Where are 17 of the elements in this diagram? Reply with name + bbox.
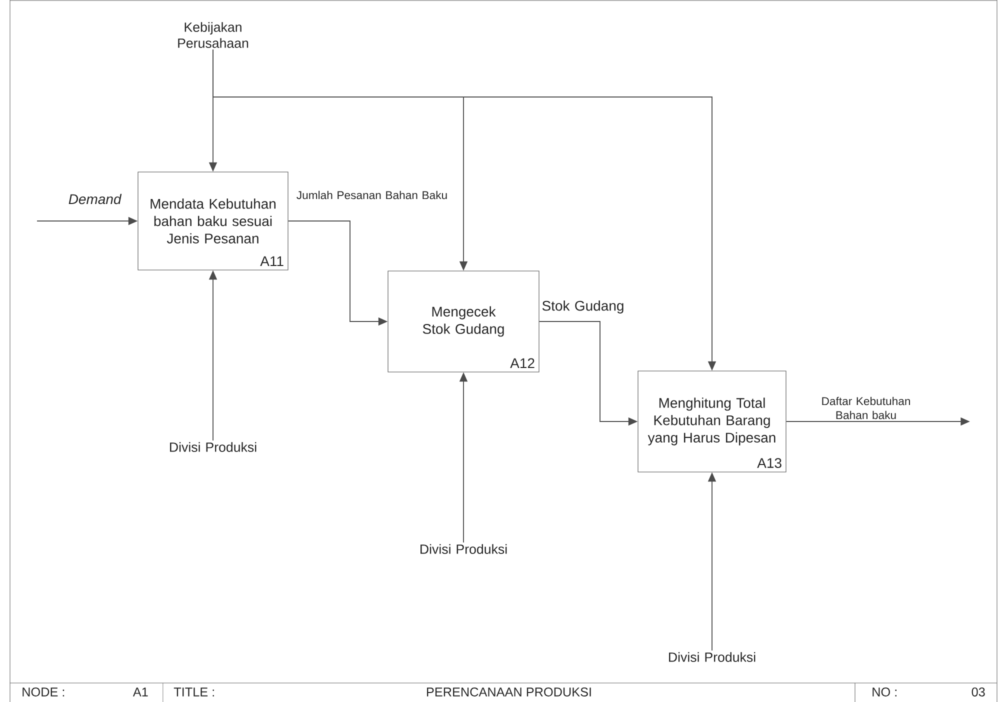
edge-label: Demand bbox=[68, 194, 122, 204]
field-label: TITLE : bbox=[174, 688, 214, 696]
field-value: 03 bbox=[972, 688, 985, 696]
field-value: A1 bbox=[132, 688, 148, 696]
edge-label: Jumlah Pesanan Bahan Baku bbox=[296, 190, 447, 200]
process-box: Mengecek Stok Gudang A12 bbox=[388, 270, 540, 372]
source-text: Divisi Produksi bbox=[669, 652, 756, 662]
source-text: Divisi Produksi bbox=[170, 442, 256, 452]
process-box: Menghitung Total Kebutuhan Barang yang Harus Dipesan A13 bbox=[638, 370, 786, 472]
source-text: Kebijakan Perusahaan bbox=[178, 22, 248, 48]
edge-label: Stok Gudang bbox=[542, 300, 624, 314]
field-label: NODE : bbox=[22, 688, 64, 696]
source-text: Divisi Produksi bbox=[420, 544, 507, 554]
field-value: PERENCANAAN PRODUKSI bbox=[427, 688, 591, 696]
process-box: Mendata Kebutuhan bahan baku sesuai Jenis Pesanan A11 bbox=[138, 172, 288, 270]
field-label: NO : bbox=[872, 688, 896, 696]
edge-label: Daftar Kebutuhan Bahan baku bbox=[822, 396, 910, 420]
